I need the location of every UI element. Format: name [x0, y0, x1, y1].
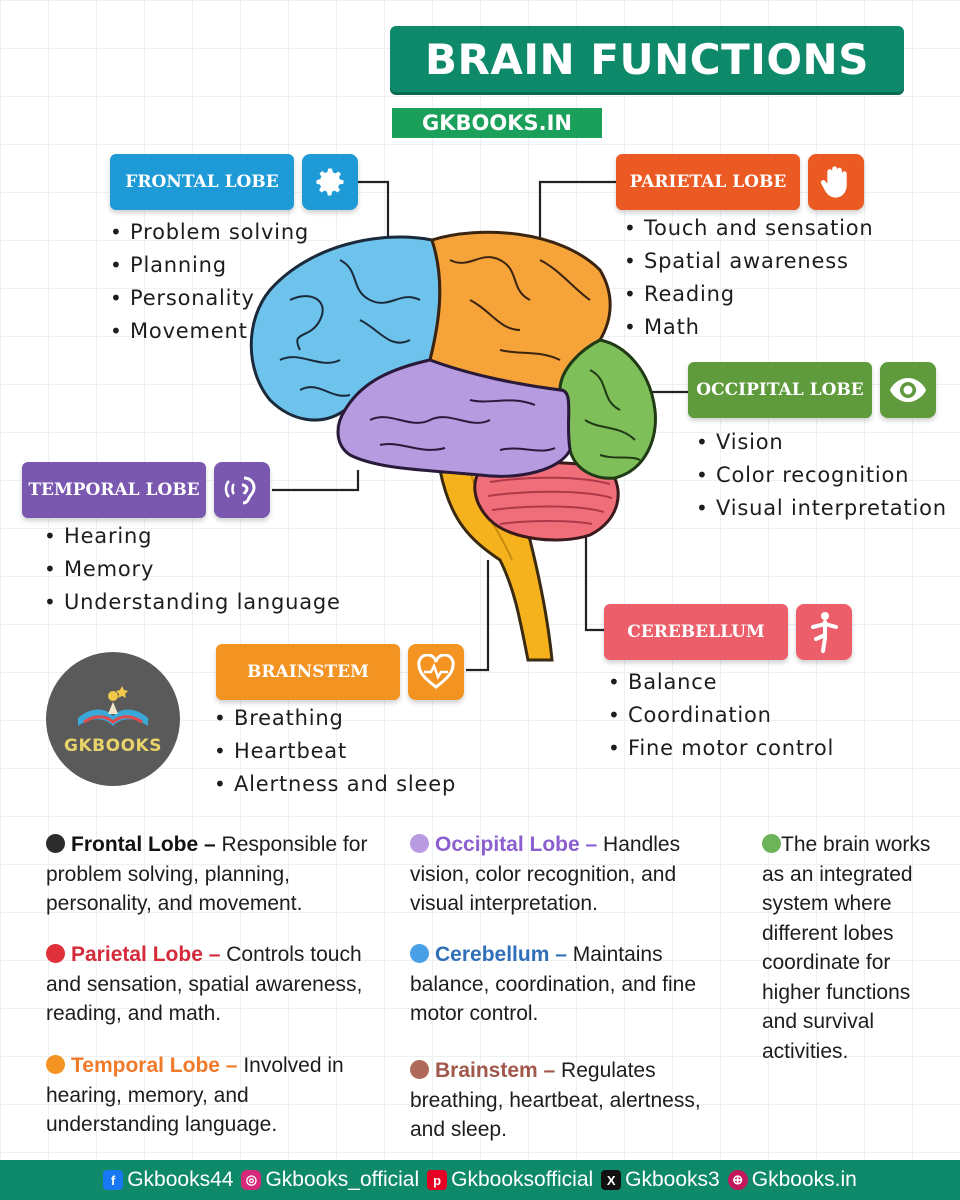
social-footer: f Gkbooks44 ◎ Gkbooks_official p Gkbooks…	[0, 1160, 960, 1200]
desc-body: The brain works as an integrated system …	[762, 833, 931, 1063]
list-item: Vision	[696, 426, 947, 459]
x-icon: X	[601, 1170, 622, 1190]
occipital-lobe-shape	[558, 338, 657, 480]
desc-body: Involved in hearing, memory, and underst…	[46, 1054, 344, 1136]
footer-handle: Gkbooks_official	[265, 1168, 420, 1191]
desc-cerebellum: Cerebellum – Maintains balance, coordina…	[410, 940, 730, 1029]
desc-heading: Occipital Lobe –	[435, 833, 598, 856]
list-item: Breathing	[214, 702, 456, 735]
desc-body: Responsible for problem solving, plannin…	[46, 833, 368, 915]
list-item: Balance	[608, 666, 834, 699]
frontal-lobe-list: Problem solving Planning Personality Mov…	[110, 216, 309, 348]
globe-icon: ⊕	[727, 1170, 748, 1190]
gkbooks-logo: GKBOOKS	[46, 652, 180, 786]
connector-lines	[272, 180, 688, 672]
footer-pinterest[interactable]: p Gkbooksofficial	[427, 1168, 593, 1192]
list-item: Personality	[110, 282, 309, 315]
bullet-dot	[46, 1055, 65, 1074]
footer-handle: Gkbooks.in	[751, 1168, 857, 1191]
desc-body: Regulates breathing, heartbeat, alertnes…	[410, 1059, 701, 1141]
footer-facebook[interactable]: f Gkbooks44	[103, 1168, 233, 1192]
list-item: Hearing	[44, 520, 341, 553]
page-title: BRAIN FUNCTIONS	[390, 26, 904, 92]
desc-heading: Frontal Lobe –	[71, 833, 216, 856]
bullet-dot	[410, 944, 429, 963]
ear-icon	[214, 462, 270, 518]
list-item: Understanding language	[44, 586, 341, 619]
temporal-lobe-shape	[336, 358, 572, 478]
desc-occipital: Occipital Lobe – Handles vision, color r…	[410, 830, 730, 919]
desc-body: Maintains balance, coordination, and fin…	[410, 943, 697, 1025]
pinterest-icon: p	[427, 1170, 448, 1190]
parietal-lobe-label: PARIETAL LOBE	[616, 154, 800, 210]
list-item: Problem solving	[110, 216, 309, 249]
desc-parietal: Parietal Lobe – Controls touch and sensa…	[46, 940, 386, 1029]
footer-handle: Gkbooksofficial	[451, 1168, 594, 1191]
brainstem-list: Breathing Heartbeat Alertness and sleep	[214, 702, 456, 801]
bullet-dot	[46, 944, 65, 963]
desc-temporal: Temporal Lobe – Involved in hearing, mem…	[46, 1051, 386, 1140]
heart-pulse-icon	[408, 644, 464, 700]
instagram-icon: ◎	[241, 1170, 262, 1190]
bullet-dot	[410, 834, 429, 853]
temporal-lobe-list: Hearing Memory Understanding language	[44, 520, 341, 619]
list-item: Math	[624, 311, 874, 344]
parietal-lobe-list: Touch and sensation Spatial awareness Re…	[624, 212, 874, 344]
desc-integrated: The brain works as an integrated system …	[762, 830, 942, 1066]
facebook-icon: f	[103, 1170, 124, 1190]
list-item: Heartbeat	[214, 735, 456, 768]
list-item: Color recognition	[696, 459, 947, 492]
brain-illustration	[249, 180, 688, 672]
desc-heading: Temporal Lobe –	[71, 1054, 238, 1077]
list-item: Planning	[110, 249, 309, 282]
cerebellum-shape	[473, 461, 620, 542]
list-item: Fine motor control	[608, 732, 834, 765]
desc-heading: Cerebellum –	[435, 943, 567, 966]
occipital-lobe-list: Vision Color recognition Visual interpre…	[696, 426, 947, 525]
bullet-dot	[410, 1060, 429, 1079]
desc-brainstem: Brainstem – Regulates breathing, heartbe…	[410, 1056, 730, 1145]
list-item: Alertness and sleep	[214, 768, 456, 801]
desc-body: Controls touch and sensation, spatial aw…	[46, 943, 363, 1025]
footer-x[interactable]: X Gkbooks3	[601, 1168, 720, 1192]
footer-instagram[interactable]: ◎ Gkbooks_official	[241, 1168, 419, 1192]
frontal-lobe-label: FRONTAL LOBE	[110, 154, 294, 210]
person-balance-icon	[796, 604, 852, 660]
eye-icon	[880, 362, 936, 418]
desc-body: Handles vision, color recognition, and v…	[410, 833, 681, 915]
cerebellum-label: CEREBELLUM	[604, 604, 788, 660]
site-badge: GKBOOKS.IN	[392, 108, 602, 138]
logo-text: GKBOOKS	[64, 736, 162, 756]
open-book-icon	[78, 686, 148, 726]
gear-icon	[302, 154, 358, 210]
cerebellum-list: Balance Coordination Fine motor control	[608, 666, 834, 765]
hand-icon	[808, 154, 864, 210]
list-item: Visual interpretation	[696, 492, 947, 525]
list-item: Coordination	[608, 699, 834, 732]
list-item: Spatial awareness	[624, 245, 874, 278]
bullet-dot	[46, 834, 65, 853]
bullet-dot	[762, 834, 781, 853]
brainstem-label: BRAINSTEM	[216, 644, 400, 700]
list-item: Touch and sensation	[624, 212, 874, 245]
list-item: Movement	[110, 315, 309, 348]
occipital-lobe-label: OCCIPITAL LOBE	[688, 362, 872, 418]
footer-website[interactable]: ⊕ Gkbooks.in	[727, 1168, 857, 1192]
footer-handle: Gkbooks3	[625, 1168, 720, 1191]
temporal-lobe-label: TEMPORAL LOBE	[22, 462, 206, 518]
desc-heading: Parietal Lobe –	[71, 943, 221, 966]
list-item: Memory	[44, 553, 341, 586]
footer-handle: Gkbooks44	[127, 1168, 234, 1191]
desc-heading: Brainstem –	[435, 1059, 556, 1082]
desc-frontal: Frontal Lobe – Responsible for problem s…	[46, 830, 386, 919]
list-item: Reading	[624, 278, 874, 311]
